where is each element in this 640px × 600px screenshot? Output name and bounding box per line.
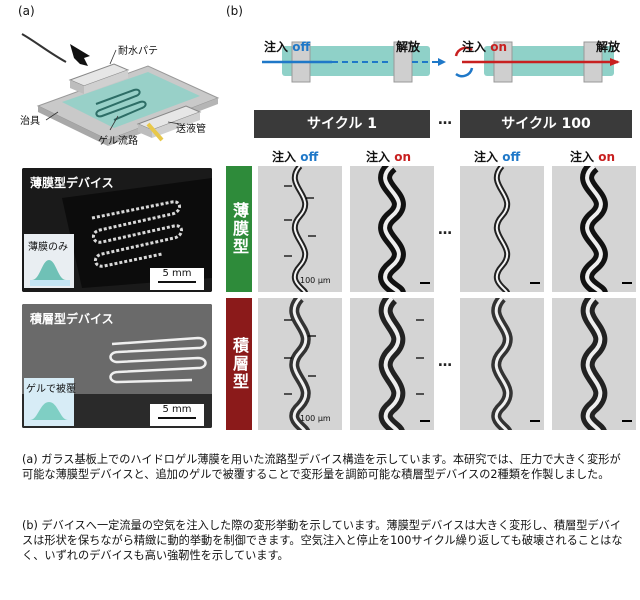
photo1-scale-bar bbox=[158, 281, 196, 283]
c100-off-state: off bbox=[502, 150, 521, 164]
left-inject-state: off bbox=[292, 40, 311, 54]
micro-scale-label-2: 100 µm bbox=[300, 414, 331, 423]
micrograph-lam-c100-off bbox=[460, 298, 544, 430]
caption-b: (b) デバイスへ一定流量の空気を注入した際の変形挙動を示しています。薄膜型デバ… bbox=[22, 519, 623, 562]
callout-channel: ゲル流路 bbox=[98, 136, 138, 147]
callout-jig: 治具 bbox=[20, 116, 40, 127]
panel-a-label: (a) bbox=[18, 4, 35, 18]
c1-on-inject: 注入 bbox=[366, 150, 391, 164]
photo2-scale-label: 5 mm bbox=[162, 404, 192, 415]
device-schematic bbox=[21, 33, 220, 146]
wavy-channel-image-wide bbox=[378, 298, 430, 430]
photo1-scalebox: 5 mm bbox=[150, 268, 204, 290]
cycle-1-bar: サイクル 1 bbox=[254, 110, 430, 138]
micro-scale-label: 100 µm bbox=[300, 276, 331, 285]
cycle-100-bar: サイクル 100 bbox=[460, 110, 632, 138]
wavy-channel-image bbox=[493, 166, 540, 292]
c1-off-state: off bbox=[300, 150, 319, 164]
wavy-channel-image bbox=[284, 166, 316, 292]
micrograph-thin-c1-off bbox=[258, 166, 342, 292]
wavy-channel-image bbox=[491, 298, 540, 430]
photo2-scale-bar bbox=[158, 417, 196, 419]
callout-tube: 送液管 bbox=[176, 124, 206, 135]
laminated-device-photo bbox=[22, 304, 212, 428]
row2-ellipsis: … bbox=[438, 354, 452, 370]
callout-paste: 耐水パテ bbox=[118, 46, 158, 57]
photo1-scale-label: 5 mm bbox=[162, 268, 192, 279]
c100-on-state: on bbox=[598, 150, 615, 164]
c1-on-label: 注入 on bbox=[366, 148, 411, 165]
wavy-channel-image bbox=[284, 298, 316, 430]
wavy-channel-image-wide bbox=[378, 166, 430, 292]
right-inject-label: 注入 on bbox=[462, 38, 507, 55]
micrograph-lam-c1-on bbox=[350, 298, 434, 430]
micrograph-lam-c1-off bbox=[258, 298, 342, 430]
micrograph-thin-c1-on bbox=[350, 166, 434, 292]
laminated-device-title: 積層型デバイス bbox=[30, 312, 114, 326]
flow-schematic bbox=[262, 41, 620, 83]
c100-off-label: 注入 off bbox=[474, 148, 520, 165]
left-release-label: 解放 bbox=[396, 40, 421, 54]
row1-ellipsis: … bbox=[438, 222, 452, 238]
c100-on-inject: 注入 bbox=[570, 150, 595, 164]
c1-on-state: on bbox=[394, 150, 411, 164]
right-inject-text: 注入 bbox=[462, 40, 487, 54]
laminated-inset-label: ゲルで被覆 bbox=[26, 384, 76, 395]
right-inject-state: on bbox=[490, 40, 507, 54]
c1-off-inject: 注入 bbox=[272, 150, 297, 164]
right-release-label: 解放 bbox=[596, 40, 621, 54]
row-label-thin-film: 薄膜型 bbox=[226, 166, 252, 292]
photo2-scalebox: 5 mm bbox=[150, 404, 204, 426]
c100-on-label: 注入 on bbox=[570, 148, 615, 165]
micrograph-thin-c100-off bbox=[460, 166, 544, 292]
laminated-device-image bbox=[22, 304, 212, 428]
caption-a: (a) ガラス基板上でのハイドロゲル薄膜を用いた流路型デバイス構造を示しています… bbox=[22, 453, 621, 481]
c100-off-inject: 注入 bbox=[474, 150, 499, 164]
wavy-channel-image-wide bbox=[580, 166, 632, 292]
thin-film-inset-label: 薄膜のみ bbox=[28, 242, 68, 253]
micrograph-lam-c100-on bbox=[552, 298, 636, 430]
panel-b-label: (b) bbox=[226, 4, 243, 18]
left-inject-label: 注入 off bbox=[264, 38, 310, 55]
c1-off-label: 注入 off bbox=[272, 148, 318, 165]
thin-film-device-title: 薄膜型デバイス bbox=[30, 176, 114, 190]
row-label-laminated: 積層型 bbox=[226, 298, 252, 430]
cycle-header-ellipsis: … bbox=[438, 112, 452, 128]
left-inject-text: 注入 bbox=[264, 40, 289, 54]
micrograph-thin-c100-on bbox=[552, 166, 636, 292]
thin-film-device-photo bbox=[22, 168, 212, 292]
wavy-channel-image-wide bbox=[580, 298, 632, 430]
